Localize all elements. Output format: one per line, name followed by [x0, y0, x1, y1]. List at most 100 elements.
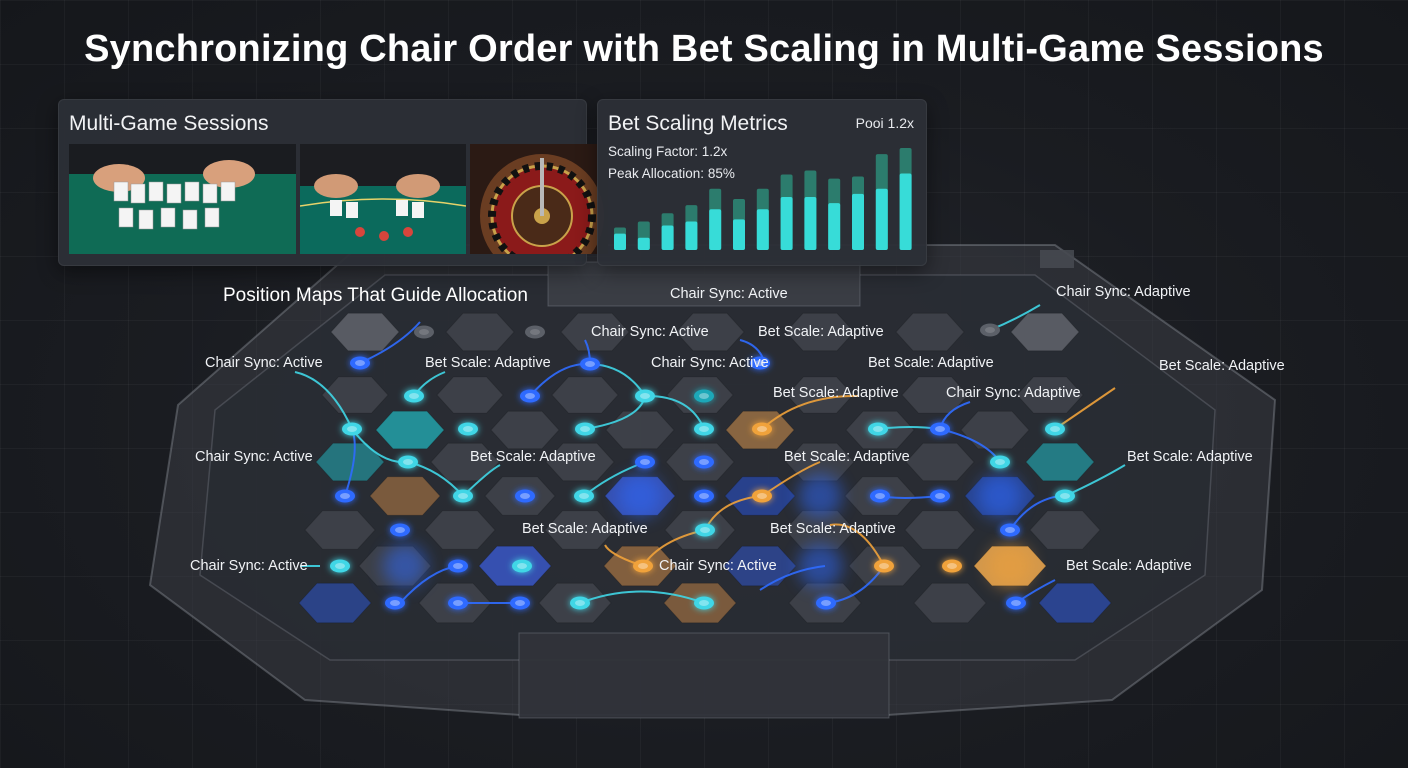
seat-node-core: [699, 600, 709, 606]
callout-bet-scale-adaptive: Bet Scale: Adaptive: [773, 385, 899, 401]
seat-node: [404, 389, 424, 403]
tile-glow: [383, 544, 427, 588]
seat-node-core: [699, 426, 709, 432]
callout-bet-scale-adaptive: Bet Scale: Adaptive: [1159, 358, 1285, 374]
bottom-tray: [518, 632, 890, 719]
hex-tile: [905, 442, 975, 482]
seat-node: [458, 422, 478, 436]
seat-node: [520, 389, 540, 403]
hex-tile: [298, 582, 372, 624]
seat-node: [448, 596, 468, 610]
seat-node: [398, 455, 418, 469]
connection-link: [761, 394, 859, 430]
seat-node: [515, 489, 535, 503]
bet-scaling-metrics-panel: Bet Scaling Metrics Pooi 1.2x Scaling Fa…: [597, 99, 927, 266]
seat-node-core: [347, 426, 357, 432]
hex-tile: [785, 312, 855, 352]
seat-node-core: [525, 393, 535, 399]
seat-node: [570, 596, 590, 610]
callout-bet-scale-adaptive: Bet Scale: Adaptive: [522, 521, 648, 537]
seat-node-core: [995, 459, 1005, 465]
seat-node-core: [879, 563, 889, 569]
seat-node: [694, 596, 714, 610]
seat-node: [575, 422, 595, 436]
seat-node-core: [340, 493, 350, 499]
callout-chair-sync-active: Chair Sync: Active: [205, 355, 323, 371]
hex-tile: [901, 376, 969, 414]
seat-node: [816, 596, 836, 610]
hex-tile: [913, 582, 987, 624]
seat-node: [1000, 523, 1020, 537]
tile-glow: [618, 474, 662, 518]
metric-bar: [685, 221, 698, 250]
seat-node: [980, 323, 1000, 337]
callout-bet-scale-adaptive: Bet Scale: Adaptive: [770, 521, 896, 537]
hex-tile: [445, 312, 515, 352]
connection-link: [579, 590, 705, 604]
seat-node-core: [1060, 493, 1070, 499]
hex-tile: [375, 410, 445, 450]
callout-chair-sync-active: Chair Sync: Active: [195, 449, 313, 465]
seat-node: [694, 455, 714, 469]
seat-node: [335, 489, 355, 503]
seat-node-core: [875, 493, 885, 499]
hex-tile: [315, 442, 385, 482]
seat-node: [453, 489, 473, 503]
hex-tile: [560, 312, 630, 352]
tile-glow: [988, 544, 1032, 588]
seat-node: [752, 489, 772, 503]
seat-node: [694, 422, 714, 436]
hex-tile: [544, 510, 616, 550]
seat-node-core: [757, 493, 767, 499]
page-title: Synchronizing Chair Order with Bet Scali…: [84, 28, 1324, 70]
metric-bar: [614, 233, 626, 250]
top-tray: [547, 261, 861, 307]
callout-bet-scale-adaptive: Bet Scale: Adaptive: [1066, 558, 1192, 574]
seat-node: [574, 489, 594, 503]
metric-bar: [875, 188, 888, 250]
seat-node-core: [585, 361, 595, 367]
hex-tile: [1029, 510, 1101, 550]
seat-node-core: [1050, 426, 1060, 432]
seat-node-core: [985, 327, 995, 333]
seat-node-core: [419, 329, 429, 335]
metric-bar: [828, 203, 841, 250]
hex-tile: [545, 442, 615, 482]
seat-node-core: [409, 393, 419, 399]
seat-node-core: [453, 563, 463, 569]
tile-glow: [978, 474, 1022, 518]
metrics-panel-title: Bet Scaling Metrics: [608, 112, 788, 135]
seat-node: [390, 523, 410, 537]
peak-allocation-text: Peak Allocation: 85%: [608, 166, 735, 181]
seat-node-core: [517, 563, 527, 569]
seat-node: [512, 559, 532, 573]
seat-node-core: [699, 393, 709, 399]
callout-bet-scale-adaptive: Bet Scale: Adaptive: [758, 324, 884, 340]
hex-tile: [304, 510, 376, 550]
seat-node-core: [520, 493, 530, 499]
seat-node: [750, 356, 770, 370]
callout-chair-sync-active: Chair Sync: Active: [591, 324, 709, 340]
seat-node-core: [453, 600, 463, 606]
hex-tile: [675, 312, 745, 352]
callout-chair-sync-active: Chair Sync: Active: [651, 355, 769, 371]
seat-node: [868, 422, 888, 436]
callout-chair-sync-adaptive: Chair Sync: Adaptive: [1056, 284, 1191, 300]
seat-node-core: [458, 493, 468, 499]
hex-tile: [960, 410, 1030, 450]
connection-link: [294, 371, 353, 430]
hex-tile: [895, 312, 965, 352]
hex-tile: [436, 376, 504, 414]
seat-node-core: [515, 600, 525, 606]
seat-node: [635, 455, 655, 469]
callout-chair-sync-active: Chair Sync: Active: [190, 558, 308, 574]
metric-bar: [756, 209, 769, 250]
seat-node: [930, 489, 950, 503]
seat-node: [942, 559, 962, 573]
callout-chair-sync-active: Chair Sync: Active: [670, 286, 788, 302]
seat-node-core: [699, 459, 709, 465]
hex-tile: [605, 410, 675, 450]
seat-node-core: [580, 426, 590, 432]
callout-bet-scale-adaptive: Bet Scale: Adaptive: [784, 449, 910, 465]
